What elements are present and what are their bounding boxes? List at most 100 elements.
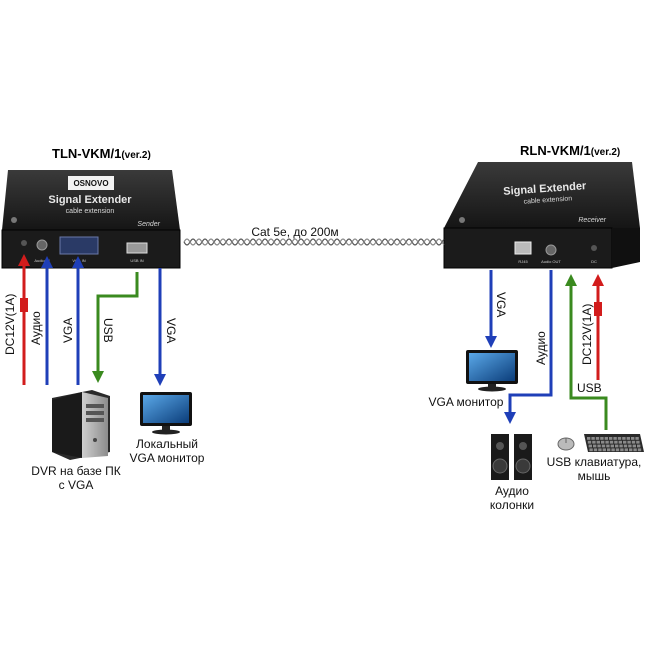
keyboard-key xyxy=(631,440,636,444)
sender-logo xyxy=(68,176,114,190)
receiver-audio-arrowhead xyxy=(504,412,516,424)
receiver-power-label: DC12V(1A) xyxy=(580,304,594,365)
keyboard-key xyxy=(615,448,620,452)
keyboard-key xyxy=(636,440,640,444)
keyboard-key xyxy=(627,440,631,444)
receiver-subline: cable extension xyxy=(523,195,572,205)
receiver-vga-arrowhead xyxy=(485,336,497,348)
keyboard-key xyxy=(613,437,617,440)
vga-monitor-base xyxy=(478,386,506,392)
cat5-cable: Cat 5e, до 200м xyxy=(183,225,445,246)
speaker-right-tweeter xyxy=(519,442,527,450)
receiver-usb-line xyxy=(569,284,608,430)
receiver-role: Receiver xyxy=(578,217,606,224)
usb-keyboard-mouse: USB клавиатура, мышь xyxy=(547,434,644,483)
keyboard-key xyxy=(633,448,637,452)
keyboard-key xyxy=(632,444,636,448)
local-vga-monitor: Локальный VGA монитор xyxy=(130,392,205,465)
receiver-dc-port xyxy=(591,245,597,251)
speaker-left-tweeter xyxy=(496,442,504,450)
receiver-product: Signal Extender xyxy=(503,180,587,198)
sender-power-label: DC12V(1A) xyxy=(3,294,17,355)
sender-vga-out-label: VGA xyxy=(164,318,178,343)
sender-audio-port xyxy=(36,239,48,251)
cable-strand-a xyxy=(183,238,445,246)
local-monitor-neck xyxy=(162,426,170,431)
receiver-vga-monitor: VGA монитор xyxy=(429,350,518,409)
sender-subline: cable extension xyxy=(66,208,115,215)
local-monitor-base xyxy=(152,429,180,435)
keyboard-key xyxy=(607,448,611,452)
vga-monitor-screen xyxy=(469,353,515,381)
speakers-label-line2: колонки xyxy=(490,498,534,512)
sender-device: TLN-VKM/1(ver.2) OSNOVO Signal Extender … xyxy=(1,146,181,269)
keyboard-label-line1: USB клавиатура, xyxy=(547,455,642,469)
vga-monitor-label: VGA монитор xyxy=(429,395,504,409)
receiver-screw xyxy=(459,217,465,223)
keyboard-key xyxy=(628,444,632,448)
keyboard-key xyxy=(637,444,641,448)
sender-usb-port xyxy=(126,242,148,254)
keyboard-key xyxy=(606,444,610,448)
sender-power-adapter xyxy=(20,298,28,312)
keyboard-key xyxy=(609,437,613,440)
sender-audio-label: Аудио xyxy=(29,311,43,345)
sender-usb-label: USB IN xyxy=(130,258,143,263)
receiver-audio-label: Аудио xyxy=(534,331,548,365)
receiver-vga-label: VGA xyxy=(494,292,508,317)
keyboard-key xyxy=(615,444,619,448)
keyboard-key xyxy=(601,444,606,448)
sender-product: Signal Extender xyxy=(48,194,132,206)
keyboard-key xyxy=(597,444,601,448)
keyboard-key xyxy=(617,437,622,440)
keyboard-key xyxy=(587,437,591,440)
keyboard-key xyxy=(626,437,630,440)
sender-audio-label: Audio IN xyxy=(34,258,49,263)
receiver-audio-line xyxy=(508,270,553,414)
keyboard-key xyxy=(624,448,628,452)
sender-audio-arrowhead xyxy=(41,256,53,268)
receiver-dc-label: DC xyxy=(591,259,597,264)
keyboard-key xyxy=(605,440,609,444)
sender-usb-line xyxy=(96,272,139,373)
local-monitor-label-line2: VGA монитор xyxy=(130,451,205,465)
receiver-rj45-label: RJ45 xyxy=(518,259,528,264)
cable-label: Cat 5e, до 200м xyxy=(251,225,338,239)
keyboard-key xyxy=(587,440,592,444)
receiver-audio-port xyxy=(545,244,557,256)
sender-connections: DC12V(1A) Аудио VGA USB VGA xyxy=(3,254,178,386)
sender-usb-label: USB xyxy=(101,318,115,343)
keyboard-keys xyxy=(587,437,642,452)
receiver-connections: VGA Аудио USB DC12V(1A) xyxy=(485,270,608,430)
keyboard-key xyxy=(619,444,623,448)
keyboard-key xyxy=(623,440,627,444)
keyboard-key xyxy=(600,437,604,440)
local-monitor-label-line1: Локальный xyxy=(136,437,198,451)
dvr-label-line1: DVR на базе ПК xyxy=(31,464,120,478)
speaker-right-woofer xyxy=(515,458,531,474)
keyboard-key xyxy=(602,448,606,452)
keyboard-key xyxy=(611,448,615,452)
keyboard-key xyxy=(629,448,633,452)
sender-screw xyxy=(11,217,17,223)
receiver-power-arrowhead xyxy=(592,274,604,286)
keyboard-key xyxy=(589,448,593,452)
pc-drive-1 xyxy=(86,404,104,408)
keyboard-key xyxy=(635,437,639,440)
keyboard-key xyxy=(593,448,598,452)
speaker-left-woofer xyxy=(492,458,508,474)
keyboard-key xyxy=(588,444,592,448)
keyboard-key xyxy=(598,448,602,452)
keyboard-key xyxy=(593,444,597,448)
receiver-power-adapter xyxy=(594,302,602,316)
receiver-usb-arrowhead xyxy=(565,274,577,286)
receiver-rj45-port xyxy=(514,241,532,255)
vga-monitor-neck xyxy=(488,384,496,388)
sender-vga-label: VGA xyxy=(61,318,75,343)
sender-brand: OSNOVO xyxy=(73,179,108,188)
keyboard-key xyxy=(604,437,608,440)
sender-vga-port xyxy=(59,236,99,255)
sender-top-face xyxy=(2,170,180,230)
pc-power-button xyxy=(93,438,97,442)
